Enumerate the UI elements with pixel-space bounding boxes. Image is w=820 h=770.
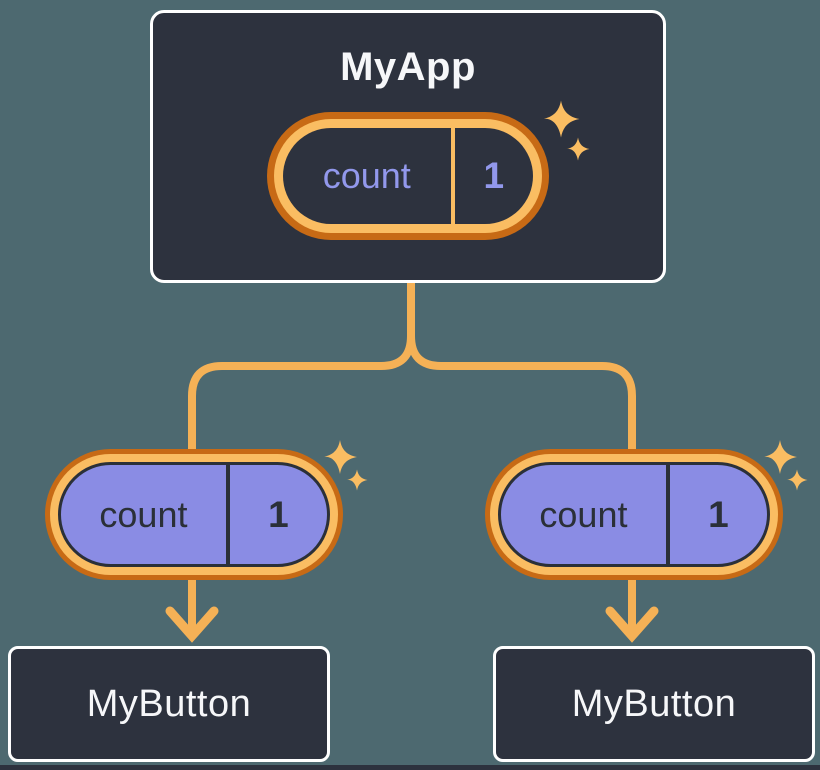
state-value: 1 [708,493,729,535]
pill-inner-ring: count 1 [274,119,542,233]
mybutton-title: MyButton [86,682,252,725]
state-name: count [99,493,188,535]
state-pill-mybutton-left: count 1 [45,449,343,580]
mybutton-title: MyButton [571,682,737,725]
bottom-edge-strip [0,765,820,770]
state-name: count [322,155,411,196]
state-divider [665,465,670,564]
arrowhead-left-icon [165,606,219,643]
mybutton-node-right: MyButton [493,646,815,762]
pill-inner-ring: count 1 [50,454,338,575]
pill-outer-ring: count 1 [485,449,783,580]
state-name: count [539,493,628,535]
state-value: 1 [483,155,505,196]
state-pill-mybutton-right: count 1 [485,449,783,580]
pill-outer-ring: count 1 [267,112,549,240]
pill-inner-ring: count 1 [490,454,778,575]
pill-core: count 1 [498,462,770,567]
arrowhead-right-icon [605,606,659,643]
mybutton-node-left: MyButton [8,646,330,762]
pill-outer-ring: count 1 [45,449,343,580]
state-divider [450,128,455,224]
pill-core: count 1 [58,462,330,567]
state-value: 1 [268,493,289,535]
pill-core: count 1 [283,128,533,224]
myapp-title: MyApp [340,45,476,89]
state-pill-myapp: count 1 [267,112,549,240]
